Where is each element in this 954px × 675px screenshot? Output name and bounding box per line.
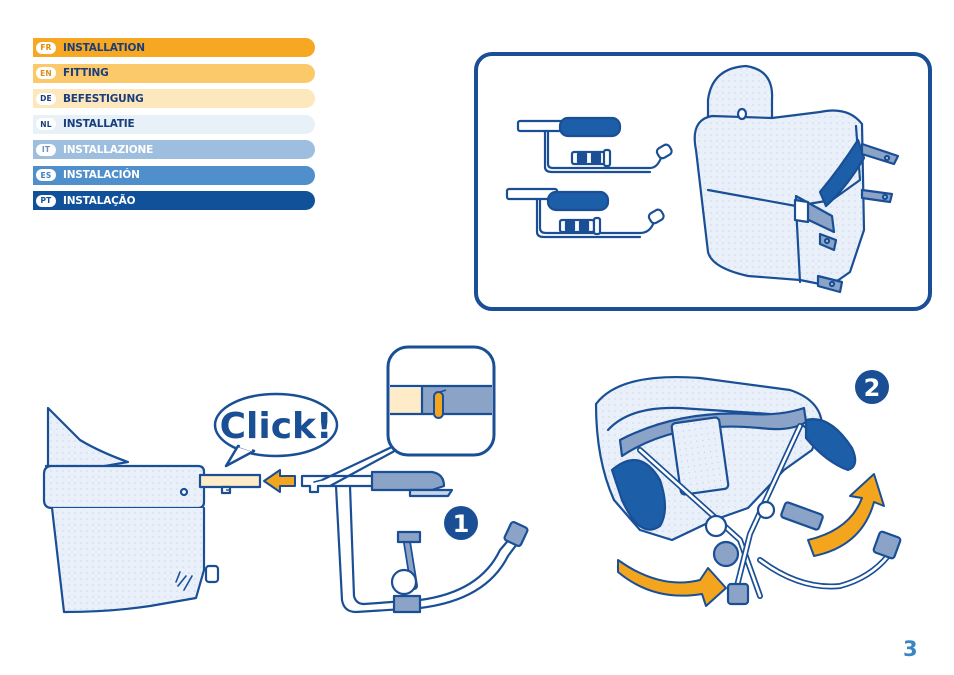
language-heading: BEFESTIGUNG	[63, 92, 144, 105]
language-heading: INSTALAÇÃO	[63, 194, 136, 207]
language-list: FR INSTALLATION EN FITTING DE BEFESTIGUN…	[33, 38, 315, 217]
step-2-illustration: 2	[594, 370, 902, 607]
language-code-badge: FR	[36, 41, 56, 54]
language-heading: FITTING	[63, 67, 109, 79]
clamp-frame-illustration	[300, 470, 529, 614]
clamp-arm-illustration	[516, 116, 673, 174]
language-heading: INSTALLATION	[63, 41, 145, 54]
language-row: NL INSTALLATIE	[33, 114, 315, 134]
language-code-badge: IT	[36, 143, 56, 156]
language-heading: INSTALLATIE	[63, 118, 135, 130]
seat-tube-illustration	[198, 473, 262, 495]
language-code-badge: PT	[36, 194, 56, 207]
seat-top-illustration	[594, 375, 902, 606]
detail-zoom-callout	[321, 345, 496, 487]
language-code-badge: DE	[36, 92, 56, 105]
language-row: PT INSTALAÇÃO	[33, 191, 315, 210]
click-callout-text: Click!	[220, 406, 333, 447]
language-row: DE BEFESTIGUNG	[33, 89, 315, 108]
rotate-arrow-icon	[807, 473, 885, 557]
language-row: FR INSTALLATION	[33, 38, 315, 57]
language-heading: INSTALLAZIONE	[63, 143, 154, 156]
insert-arrow-icon	[263, 469, 296, 493]
language-code-badge: ES	[36, 169, 56, 181]
seat-side-illustration	[42, 406, 220, 614]
step-1-illustration: Click!	[42, 345, 529, 614]
language-row: IT INSTALLAZIONE	[33, 140, 315, 159]
language-code-badge: EN	[36, 67, 56, 79]
page-number: 3	[903, 637, 918, 661]
seat-fabric-illustration	[693, 64, 900, 294]
language-row: EN FITTING	[33, 63, 315, 83]
language-code-badge: NL	[36, 118, 56, 130]
step-number: 2	[864, 374, 881, 402]
click-callout: Click!	[213, 392, 339, 468]
language-row: ES INSTALACIÓN	[33, 165, 315, 185]
clamp-arm-illustration	[505, 187, 665, 239]
rotate-arrow-icon	[617, 559, 727, 607]
step-number: 1	[453, 510, 470, 538]
parts-overview-panel	[474, 52, 932, 311]
language-heading: INSTALACIÓN	[63, 169, 140, 181]
step-2-badge: 2	[855, 370, 889, 404]
step-1-badge: 1	[444, 506, 478, 540]
